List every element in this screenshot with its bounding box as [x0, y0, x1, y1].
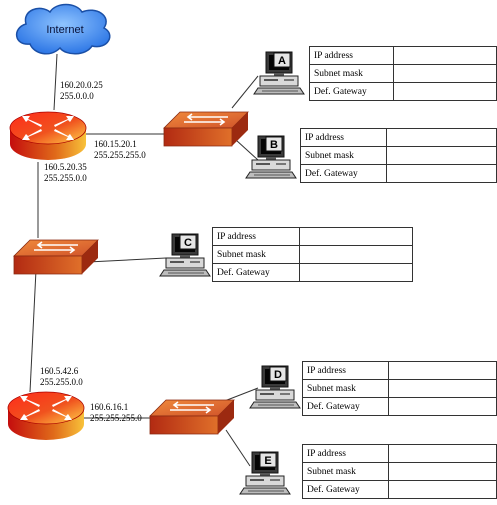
host-a-ip-field[interactable]	[393, 46, 497, 65]
host-c-config-table: IP address Subnet mask Def. Gateway	[212, 227, 413, 282]
host-e-letter: E	[264, 455, 271, 467]
cloud-label: Internet	[46, 24, 83, 36]
host-b-ip-field[interactable]	[386, 128, 497, 147]
router-bottom-up-address: 160.5.42.6 255.255.0.0	[40, 366, 83, 388]
router-top-down-address: 160.5.20.35 255.255.0.0	[44, 162, 87, 184]
host-c-mask-field[interactable]	[299, 245, 413, 264]
router-bottom	[7, 391, 85, 440]
router-top-lan-mask: 255.255.255.0	[94, 150, 146, 160]
host-b-gateway-field[interactable]	[386, 164, 497, 183]
switch-c	[13, 239, 99, 275]
ip-label: IP address	[299, 128, 388, 147]
router-top-wan-address: 160.20.0.25 255.0.0.0	[60, 80, 103, 102]
host-e-config-table: IP address Subnet mask Def. Gateway	[302, 444, 497, 499]
router-bottom-lan-address: 160.6.16.1 255.255.255.0	[90, 402, 142, 424]
host-b-config-table: IP address Subnet mask Def. Gateway	[299, 128, 497, 183]
host-b-letter: B	[270, 139, 278, 151]
ip-label: IP address	[212, 227, 300, 246]
router-bottom-up-mask: 255.255.0.0	[40, 377, 83, 387]
mask-label: Subnet mask	[308, 64, 395, 83]
host-c-letter: C	[184, 237, 192, 249]
router-bottom-lan-ip: 160.6.16.1	[90, 402, 129, 412]
host-a-config-table: IP address Subnet mask Def. Gateway	[308, 46, 497, 101]
host-d-ip-field[interactable]	[387, 361, 497, 380]
host-c-gateway-field[interactable]	[299, 263, 413, 282]
router-top-lan-ip: 160.15.20.1	[94, 139, 137, 149]
host-a-mask-field[interactable]	[393, 64, 497, 83]
router-top-wan-ip: 160.20.0.25	[60, 80, 103, 90]
host-d-letter: D	[274, 369, 282, 381]
network-links	[29, 53, 259, 467]
gateway-label: Def. Gateway	[299, 164, 388, 183]
host-e-ip-field[interactable]	[387, 444, 497, 463]
ip-label: IP address	[308, 46, 395, 65]
router-top-down-mask: 255.255.0.0	[44, 173, 87, 183]
host-b-mask-field[interactable]	[386, 146, 497, 165]
router-top-down-ip: 160.5.20.35	[44, 162, 87, 172]
host-d-computer: D	[249, 365, 301, 409]
ip-label: IP address	[302, 444, 389, 463]
switch-de	[149, 399, 235, 435]
router-top-lan-address: 160.15.20.1 255.255.255.0	[94, 139, 146, 161]
router-bottom-lan-mask: 255.255.255.0	[90, 413, 142, 423]
link-switch-c-host-c	[87, 257, 167, 263]
gateway-label: Def. Gateway	[302, 480, 389, 499]
gateway-label: Def. Gateway	[302, 397, 389, 416]
gateway-label: Def. Gateway	[212, 263, 300, 282]
router-top	[9, 111, 87, 160]
host-a-computer: A	[253, 51, 305, 95]
mask-label: Subnet mask	[302, 379, 389, 398]
host-c-computer: C	[159, 233, 211, 277]
host-a-gateway-field[interactable]	[393, 82, 497, 101]
link-switch-ab-host-a	[231, 75, 259, 109]
host-d-gateway-field[interactable]	[387, 397, 497, 416]
internet-cloud: Internet	[16, 3, 111, 55]
link-internet-router-top	[53, 53, 58, 111]
host-b-computer: B	[245, 135, 297, 179]
router-bottom-up-ip: 160.5.42.6	[40, 366, 79, 376]
host-e-computer: E	[239, 451, 291, 495]
host-c-ip-field[interactable]	[299, 227, 413, 246]
switch-ab	[163, 111, 249, 147]
mask-label: Subnet mask	[302, 462, 389, 481]
host-e-gateway-field[interactable]	[387, 480, 497, 499]
host-e-mask-field[interactable]	[387, 462, 497, 481]
host-d-mask-field[interactable]	[387, 379, 497, 398]
mask-label: Subnet mask	[299, 146, 388, 165]
mask-label: Subnet mask	[212, 245, 300, 264]
host-d-config-table: IP address Subnet mask Def. Gateway	[302, 361, 497, 416]
ip-label: IP address	[302, 361, 389, 380]
link-switch-c-router-bottom	[29, 269, 37, 393]
router-top-wan-mask: 255.0.0.0	[60, 91, 94, 101]
host-a-letter: A	[278, 55, 286, 67]
link-switch-ab-host-b	[235, 139, 259, 161]
gateway-label: Def. Gateway	[308, 82, 395, 101]
link-switch-de-host-e	[225, 429, 251, 467]
